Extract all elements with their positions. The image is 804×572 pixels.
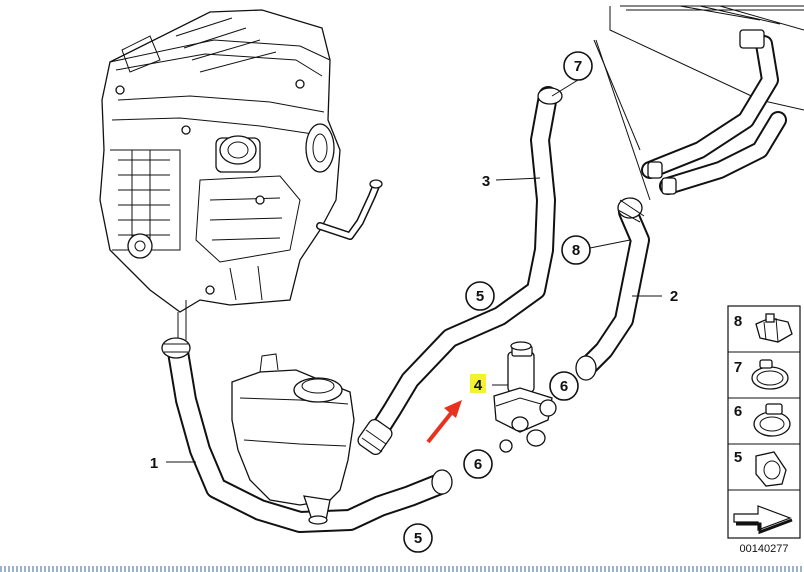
callout-6-lower: 6 bbox=[463, 449, 493, 479]
callout-2: 2 bbox=[670, 288, 678, 305]
legend-item-8: 8 bbox=[734, 313, 793, 343]
svg-text:6: 6 bbox=[734, 403, 742, 420]
svg-text:1: 1 bbox=[150, 455, 158, 472]
callout-1: 1 bbox=[150, 455, 158, 472]
svg-text:5: 5 bbox=[734, 449, 742, 466]
callout-4: 4 bbox=[474, 377, 483, 394]
svg-text:7: 7 bbox=[734, 359, 742, 376]
legend-panel: 8 7 6 5 bbox=[727, 305, 801, 539]
svg-text:3: 3 bbox=[482, 173, 490, 190]
highlight-4 bbox=[470, 374, 486, 393]
svg-text:6: 6 bbox=[474, 456, 482, 473]
callout-6-upper: 6 bbox=[549, 371, 579, 401]
callout-3: 3 bbox=[482, 173, 490, 190]
legend-arrow-icon bbox=[733, 505, 793, 535]
svg-text:6: 6 bbox=[560, 378, 568, 395]
svg-text:4: 4 bbox=[474, 377, 483, 394]
expansion-tank bbox=[231, 353, 355, 525]
hose-2 bbox=[575, 197, 650, 381]
hose-3 bbox=[357, 86, 563, 456]
red-arrow-icon bbox=[426, 400, 462, 444]
radiator-section bbox=[609, 5, 804, 195]
legend-item-6: 6 bbox=[734, 403, 791, 437]
legend-item-5: 5 bbox=[734, 449, 787, 487]
svg-text:2: 2 bbox=[670, 288, 678, 305]
legend-item-7: 7 bbox=[734, 359, 789, 390]
svg-text:5: 5 bbox=[414, 530, 422, 547]
auxiliary-water-pump bbox=[470, 341, 557, 453]
svg-text:8: 8 bbox=[734, 313, 742, 330]
callout-7: 7 bbox=[563, 51, 593, 81]
svg-text:8: 8 bbox=[572, 242, 580, 259]
callout-8: 8 bbox=[561, 235, 591, 265]
svg-text:5: 5 bbox=[476, 288, 484, 305]
leader-lines bbox=[166, 39, 662, 463]
callout-5-lower: 5 bbox=[403, 523, 433, 553]
bottom-border bbox=[0, 566, 804, 572]
callout-5-upper: 5 bbox=[465, 281, 495, 311]
engine-block bbox=[99, 9, 383, 313]
svg-text:7: 7 bbox=[574, 58, 582, 75]
catalog-number: 00140277 bbox=[740, 543, 789, 555]
hose-1 bbox=[161, 337, 453, 533]
